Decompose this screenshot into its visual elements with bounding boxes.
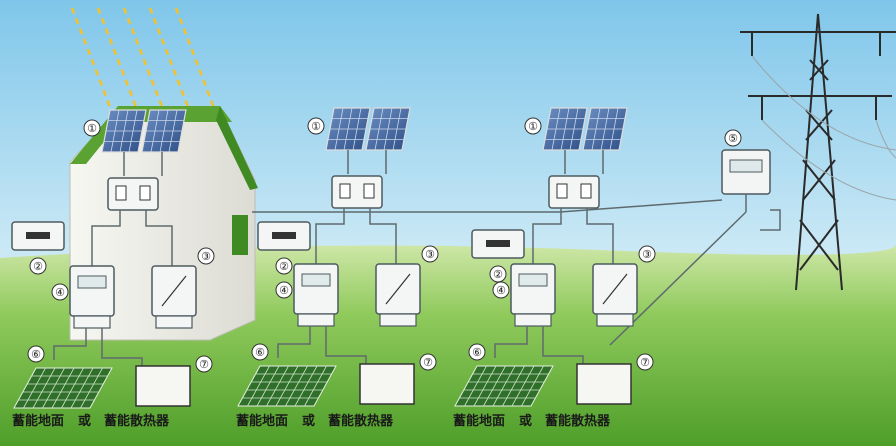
controller-meter (69, 265, 115, 317)
callout-6-circle (27, 345, 45, 363)
callout-2-circle (275, 257, 293, 275)
callout-7: ⑦ (640, 356, 650, 369)
callout-2: ② (279, 260, 289, 273)
caption-floor: 蓄能地面 (12, 413, 64, 429)
callout-3-circle (421, 245, 439, 263)
callout-4-circle (275, 281, 293, 299)
power-lines (751, 55, 896, 201)
callout-7-circle (419, 353, 437, 371)
callout-4: ④ (279, 284, 289, 297)
callout-3: ③ (425, 248, 435, 261)
window (232, 215, 248, 255)
callout-1-circle (307, 117, 325, 135)
callout-3-circle (638, 245, 656, 263)
callout-7: ⑦ (423, 356, 433, 369)
callout-7: ⑦ (199, 358, 209, 371)
caption-or: 或 (78, 413, 91, 429)
callout-4-circle (492, 281, 510, 299)
house (69, 106, 258, 341)
callout-6-circle (468, 343, 486, 361)
controller-meter (293, 263, 339, 315)
caption-floor: 蓄能地面 (453, 413, 505, 429)
callout-1: ① (87, 122, 97, 135)
caption-radiator: 蓄能散热器 (104, 413, 170, 429)
storage-radiator (135, 365, 191, 407)
power-tower-icon (740, 13, 896, 291)
callout-2: ② (493, 268, 503, 281)
callout-2-circle (29, 257, 47, 275)
heater-controller (375, 263, 421, 315)
callout-6: ⑥ (472, 346, 482, 359)
system-unit-3: ① ② ④ ③ ⑥ ⑦ 蓄能地面或蓄能散热器 (453, 107, 656, 429)
callout-1: ① (528, 120, 538, 133)
callout-6: ⑥ (31, 348, 41, 361)
storage-floor (454, 365, 554, 407)
callout-3: ③ (201, 250, 211, 263)
sun-ray-icon (70, 7, 216, 113)
callout-5-circle (724, 129, 742, 147)
solar-panel-icon (582, 107, 628, 151)
combiner-box (548, 175, 600, 209)
caption-radiator: 蓄能散热器 (545, 413, 611, 429)
callout-2: ② (33, 260, 43, 273)
storage-floor (237, 365, 337, 407)
heater-controller (592, 263, 638, 315)
caption-floor: 蓄能地面 (236, 413, 288, 429)
heater-controller (151, 265, 197, 317)
callout-1: ① (311, 120, 321, 133)
controller-meter (510, 263, 556, 315)
callout-7-circle (195, 355, 213, 373)
callout-4: ④ (55, 286, 65, 299)
combiner-box (107, 177, 159, 211)
solar-panel-icon (325, 107, 371, 151)
callout-6: ⑥ (255, 346, 265, 359)
grid-meter (721, 149, 771, 212)
callout-7-circle (636, 353, 654, 371)
combiner-box (331, 175, 383, 209)
callout-5: ⑤ (728, 132, 738, 145)
storage-radiator (359, 363, 415, 405)
callout-4-circle (51, 283, 69, 301)
system-unit-1: ① ②④ ③ ⑥ ⑦ 蓄能地面或蓄能散热器 (11, 109, 215, 429)
solar-panel-icon (141, 109, 187, 153)
callout-1-circle (83, 119, 101, 137)
inverter-icon (257, 221, 311, 251)
storage-radiator (576, 363, 632, 405)
system-unit-2: ① ② ④ ③ ⑥ ⑦ 蓄能地面或蓄能散热器 (236, 107, 439, 429)
caption-radiator: 蓄能散热器 (328, 413, 394, 429)
inverter-icon (11, 221, 65, 251)
solar-panel-icon (365, 107, 411, 151)
callout-4: ④ (496, 284, 506, 297)
inverter-icon (471, 229, 525, 259)
caption-or: 或 (302, 413, 315, 429)
solar-panel-icon (542, 107, 588, 151)
callout-1-circle (524, 117, 542, 135)
callout-2-circle (489, 265, 507, 283)
storage-floor (13, 367, 113, 409)
bus-line (252, 199, 723, 213)
callout-6-circle (251, 343, 269, 361)
callout-3: ③ (642, 248, 652, 261)
caption-or: 或 (519, 413, 532, 429)
callout-3-circle (197, 247, 215, 265)
solar-panel-icon (101, 109, 147, 153)
